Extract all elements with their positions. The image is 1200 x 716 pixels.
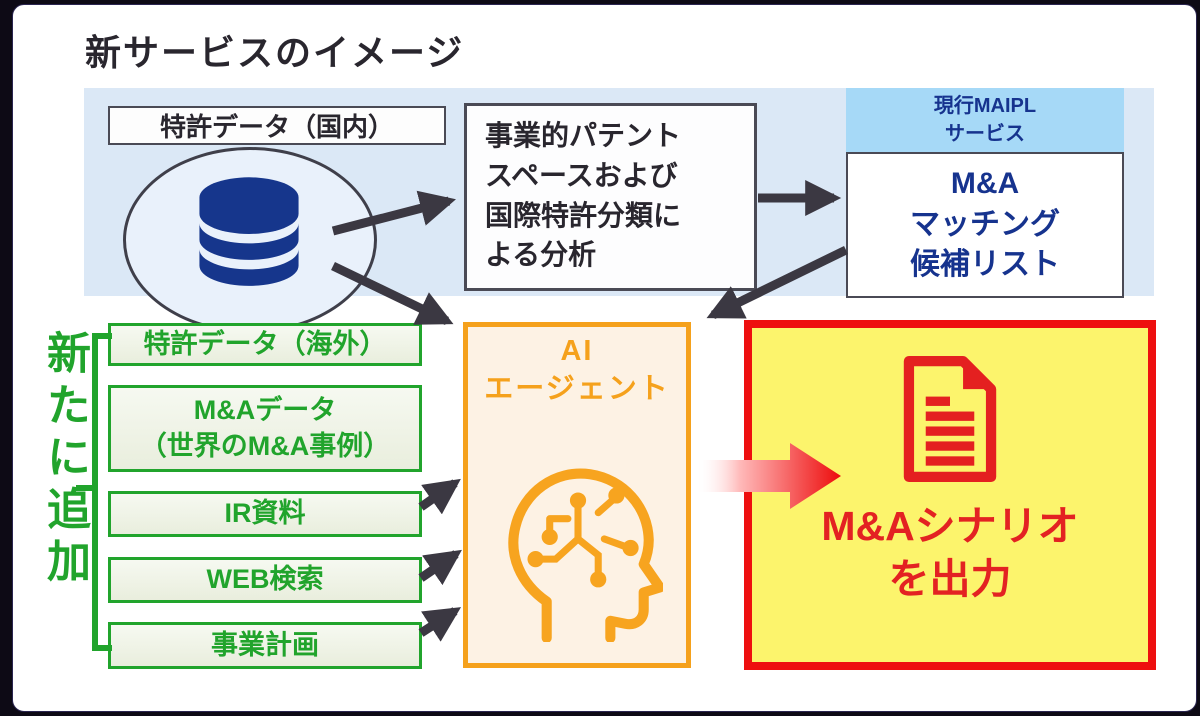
source-box-ma-data: M&Aデータ （世界のM&A事例） [108, 385, 422, 472]
ma-list-line: マッチング [910, 207, 1060, 241]
page-title: 新サービスのイメージ [85, 32, 465, 73]
green-bracket-bottom [92, 645, 112, 651]
source-label: （世界のM&A事例） [139, 430, 391, 461]
maipl-service-header: 現行MAIPL サービス [846, 88, 1124, 152]
green-bracket [92, 333, 98, 651]
source-box-business-plan: 事業計画 [108, 622, 422, 669]
source-label: IR資料 [224, 498, 306, 529]
document-icon [903, 356, 997, 482]
green-bracket-middle [76, 485, 92, 491]
source-box-ir: IR資料 [108, 491, 422, 537]
database-icon [199, 177, 299, 286]
ai-agent-title: AI エージェント [484, 335, 670, 405]
maipl-header-line: 現行MAIPL [933, 95, 1037, 117]
ma-matching-list-box: M&A マッチング 候補リスト [846, 152, 1124, 298]
source-box-overseas-patent: 特許データ（海外） [108, 323, 422, 366]
maipl-header-line: サービス [945, 123, 1025, 145]
ai-brain-head-icon [508, 468, 663, 643]
analysis-box: 事業的パテント スペースおよび 国際特許分類に よる分析 [464, 103, 757, 291]
analysis-line: よる分析 [485, 239, 597, 271]
analysis-line: 事業的パテント [485, 120, 682, 151]
source-label: 特許データ（海外） [143, 328, 387, 359]
output-box: M&Aシナリオ を出力 [744, 320, 1156, 670]
source-box-web-search: WEB検索 [108, 557, 422, 603]
patent-domestic-box: 特許データ（国内） [108, 106, 446, 145]
analysis-line: 国際特許分類に [485, 199, 682, 231]
newly-added-label: 新たに追加 [40, 330, 89, 590]
ma-list-line: 候補リスト [910, 248, 1060, 282]
patent-domestic-label: 特許データ（国内） [159, 112, 394, 142]
ai-agent-box: AI エージェント [463, 322, 691, 668]
ma-list-line: M&A [950, 167, 1020, 201]
source-label: M&Aデータ [193, 395, 337, 426]
output-title: M&Aシナリオ を出力 [821, 503, 1079, 603]
source-label: WEB検索 [206, 564, 324, 595]
source-label: 事業計画 [211, 629, 319, 660]
green-bracket-top [92, 333, 112, 339]
analysis-line: スペースおよび [485, 159, 678, 191]
